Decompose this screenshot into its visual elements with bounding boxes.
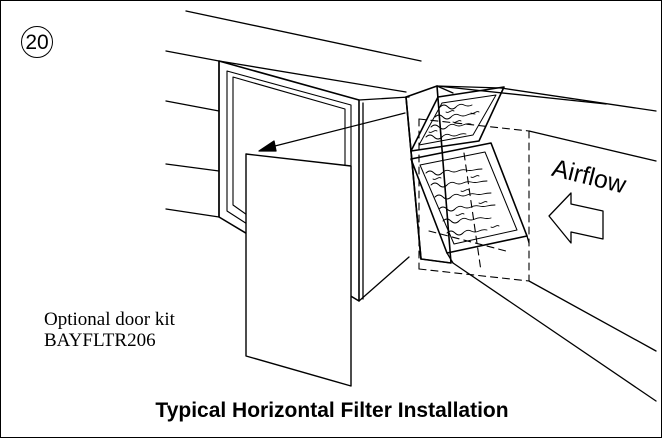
door-kit-label: Optional door kit BAYFLTR206: [44, 309, 175, 351]
door-panel: [245, 153, 352, 387]
downstream-duct: [436, 85, 657, 402]
filter-media-icon: [425, 168, 500, 236]
filter-lower-leaf: [410, 142, 530, 264]
figure-number: 20: [21, 26, 53, 58]
airflow-arrow-icon: [548, 192, 604, 244]
filter-upper-leaf: [410, 86, 505, 152]
figure-caption: Typical Horizontal Filter Installation: [155, 399, 509, 422]
door-kit-label-line1: Optional door kit: [44, 309, 175, 330]
door-kit-label-line2: BAYFLTR206: [44, 330, 156, 351]
direction-arrow-icon: [258, 112, 406, 152]
filter-media-icon: [425, 103, 480, 140]
